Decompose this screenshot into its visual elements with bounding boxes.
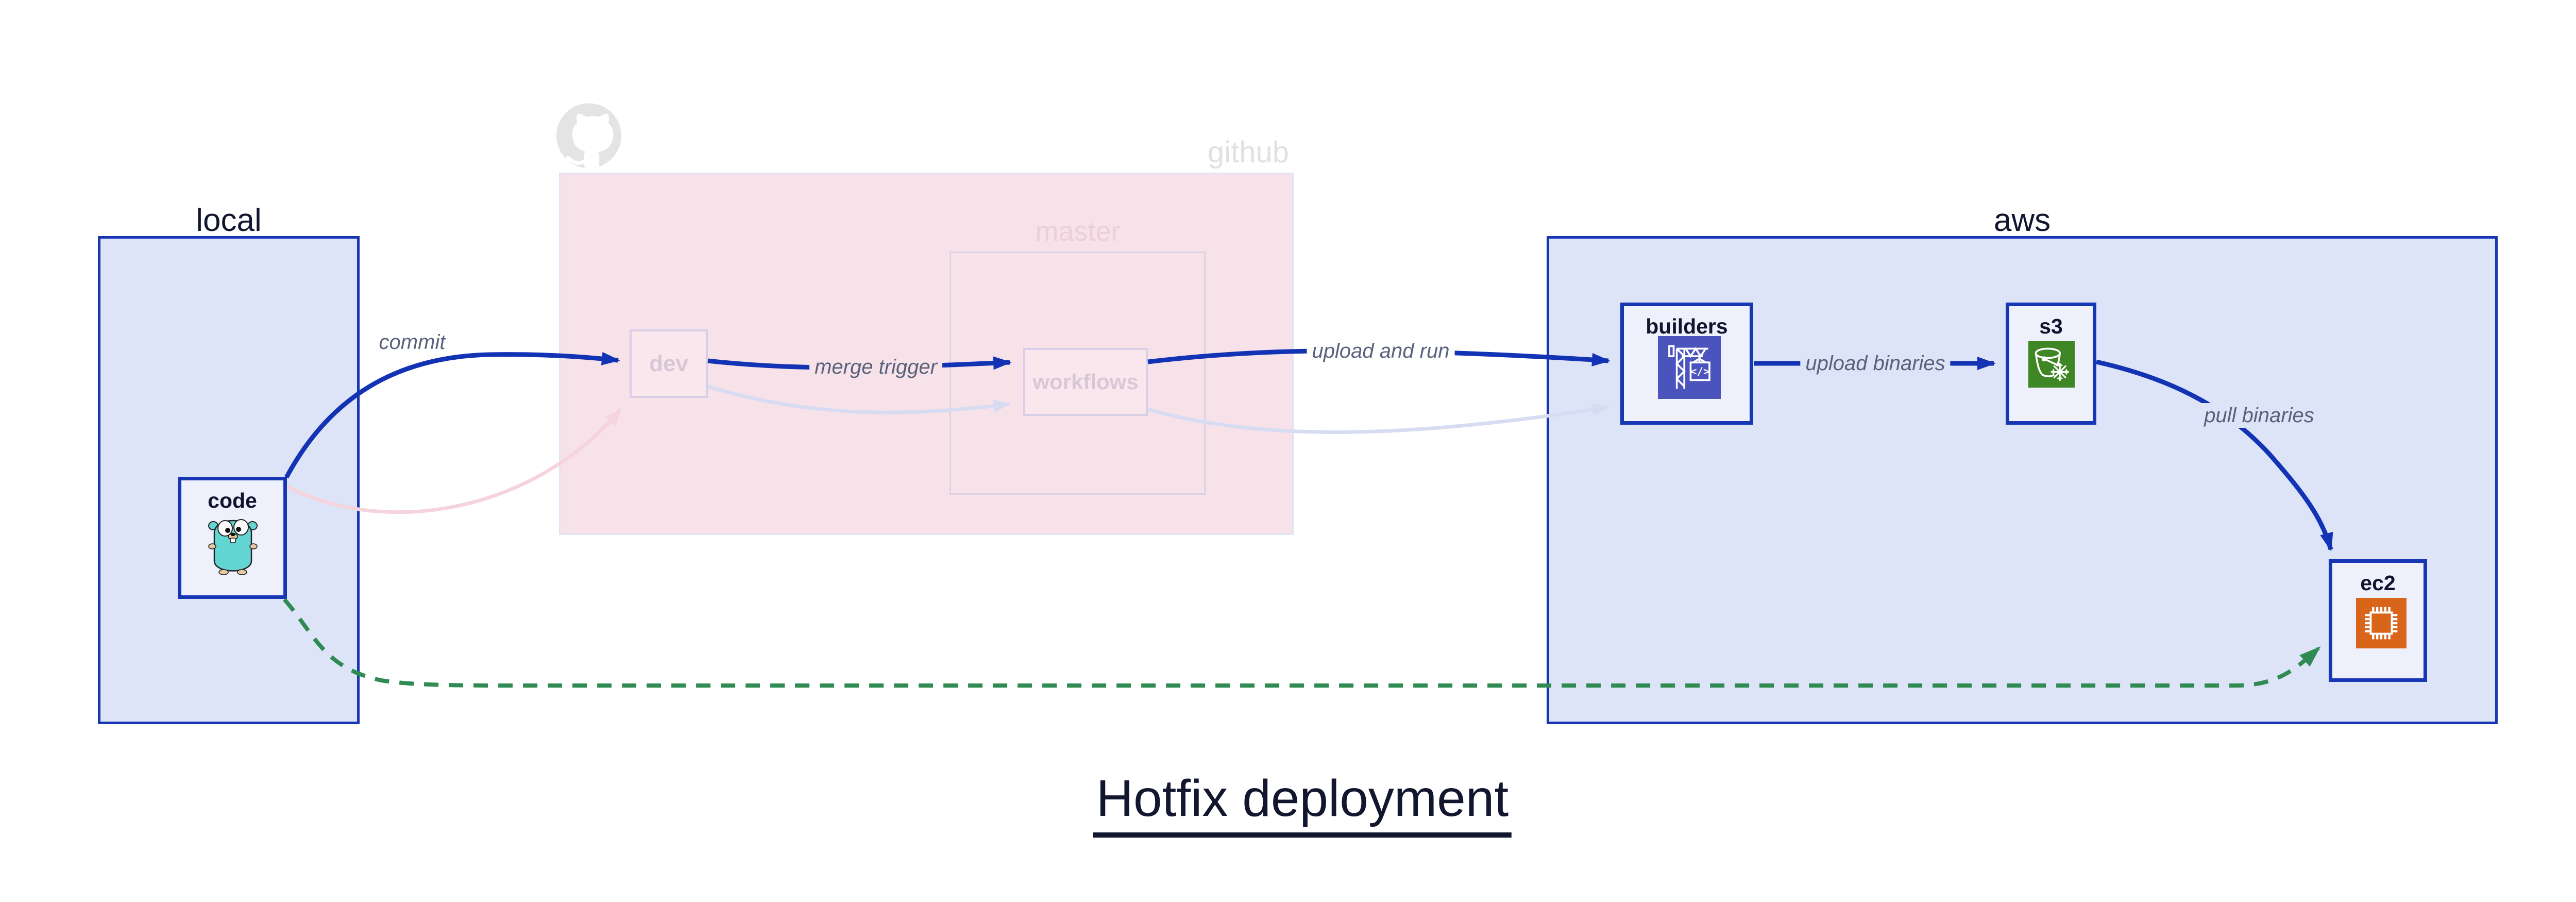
merge-trigger-edge-label: merge trigger xyxy=(809,355,942,379)
s3-node-label: s3 xyxy=(2039,314,2063,338)
dev-node-label: dev xyxy=(649,350,688,376)
master-group-box xyxy=(950,252,1206,495)
code-node: code xyxy=(178,477,287,599)
builders-node-label: builders xyxy=(1646,314,1728,338)
code-node-label: code xyxy=(208,489,257,512)
diagram-title: Hotfix deployment xyxy=(1093,769,1512,838)
s3-node: s3 xyxy=(2006,303,2096,425)
svg-text:</>: </> xyxy=(1690,365,1709,378)
go-gopher-icon xyxy=(208,519,258,575)
commit-edge-label: commit xyxy=(374,330,451,355)
workflows-node-label: workflows xyxy=(1032,370,1139,394)
ec2-node: ec2 xyxy=(2329,559,2427,682)
s3-glacier-bucket-icon xyxy=(2028,341,2075,388)
builders-node: builders </> xyxy=(1620,303,1753,425)
workflows-node: workflows xyxy=(1023,348,1148,416)
dev-node: dev xyxy=(630,329,708,398)
upload-binaries-edge-label: upload binaries xyxy=(1800,351,1951,376)
github-group-label: github xyxy=(1207,136,1289,169)
github-logo-icon xyxy=(556,103,621,169)
master-group-label: master xyxy=(1035,216,1121,247)
ec2-chip-icon xyxy=(2356,598,2406,648)
pull-binaries-edge-label: pull binaries xyxy=(2199,403,2319,428)
ec2-node-label: ec2 xyxy=(2360,571,2396,595)
aws-group-label: aws xyxy=(1993,203,2051,238)
codebuild-crane-icon: </> xyxy=(1658,336,1721,399)
local-group-label: local xyxy=(196,203,262,238)
upload-and-run-edge-label: upload and run xyxy=(1307,339,1455,363)
